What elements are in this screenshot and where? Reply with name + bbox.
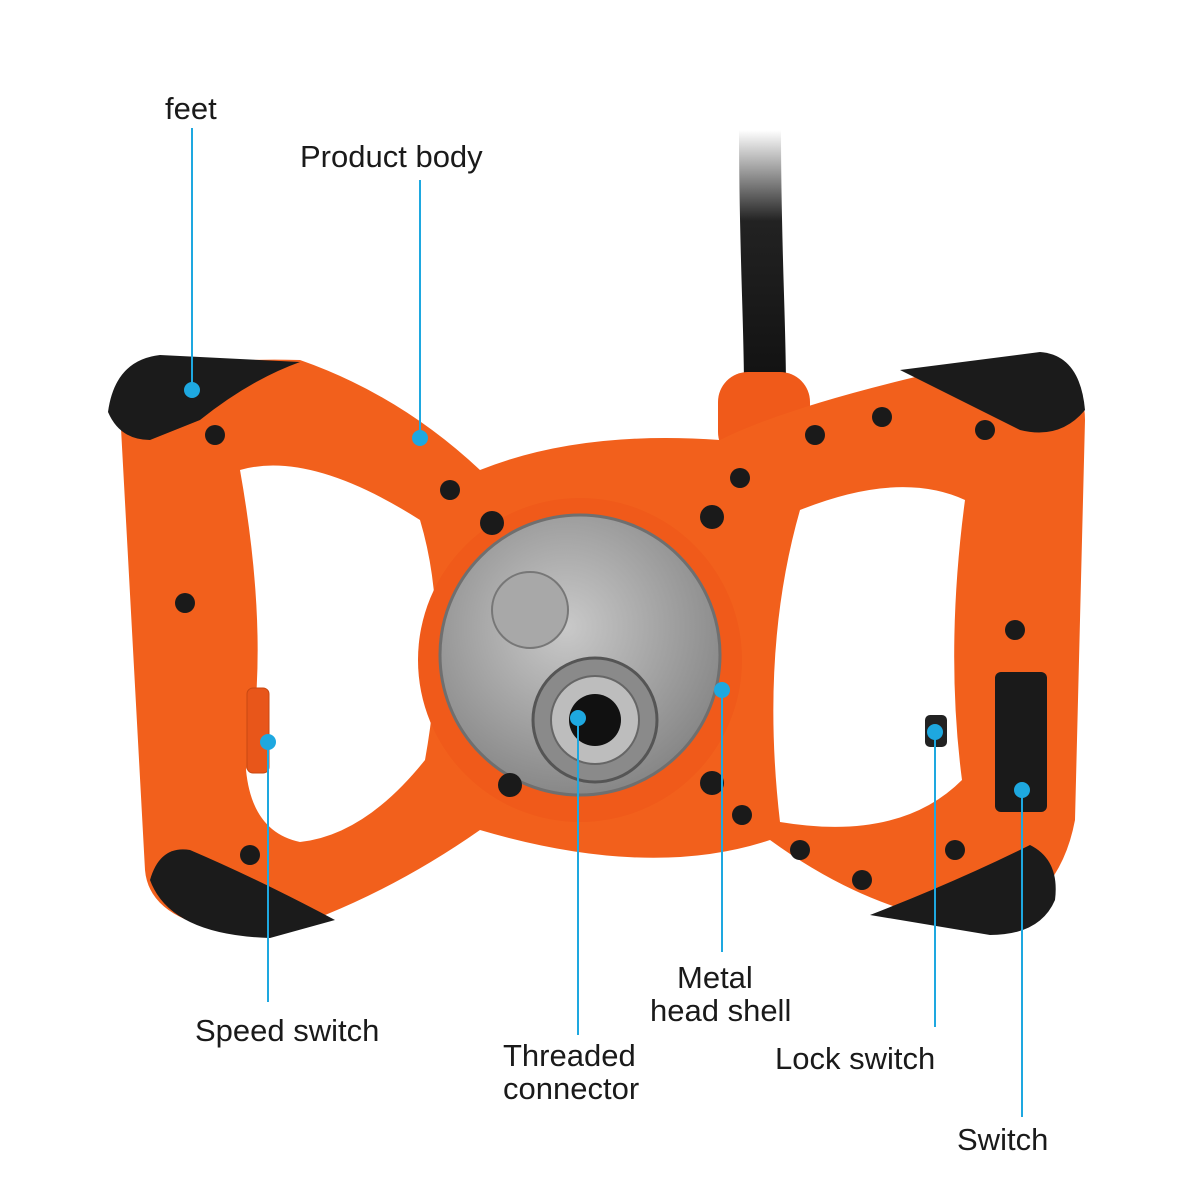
label-product-body: Product body [300, 139, 483, 174]
foot-top-left [108, 355, 300, 440]
label-speed-switch: Speed switch [195, 1013, 380, 1048]
label-feet: feet [165, 91, 217, 126]
label-metal-head-shell-2: head shell [650, 993, 792, 1028]
label-metal-head-shell-1: Metal [677, 960, 753, 995]
callout-lines [184, 128, 1030, 1117]
right-handle-opening [773, 487, 965, 827]
label-threaded-connector-2: connector [503, 1071, 640, 1106]
label-switch: Switch [957, 1122, 1049, 1157]
foot-bottom-right [870, 845, 1056, 935]
foot-top-right [900, 352, 1085, 433]
label-lock-switch: Lock switch [775, 1041, 936, 1076]
switch-part [995, 672, 1047, 812]
speed-switch-part [246, 687, 270, 774]
foot-bottom-left [150, 849, 335, 938]
label-threaded-connector-1: Threaded [503, 1038, 636, 1073]
power-cable [739, 109, 786, 411]
screws [175, 407, 1025, 890]
left-handle-opening [240, 465, 437, 842]
